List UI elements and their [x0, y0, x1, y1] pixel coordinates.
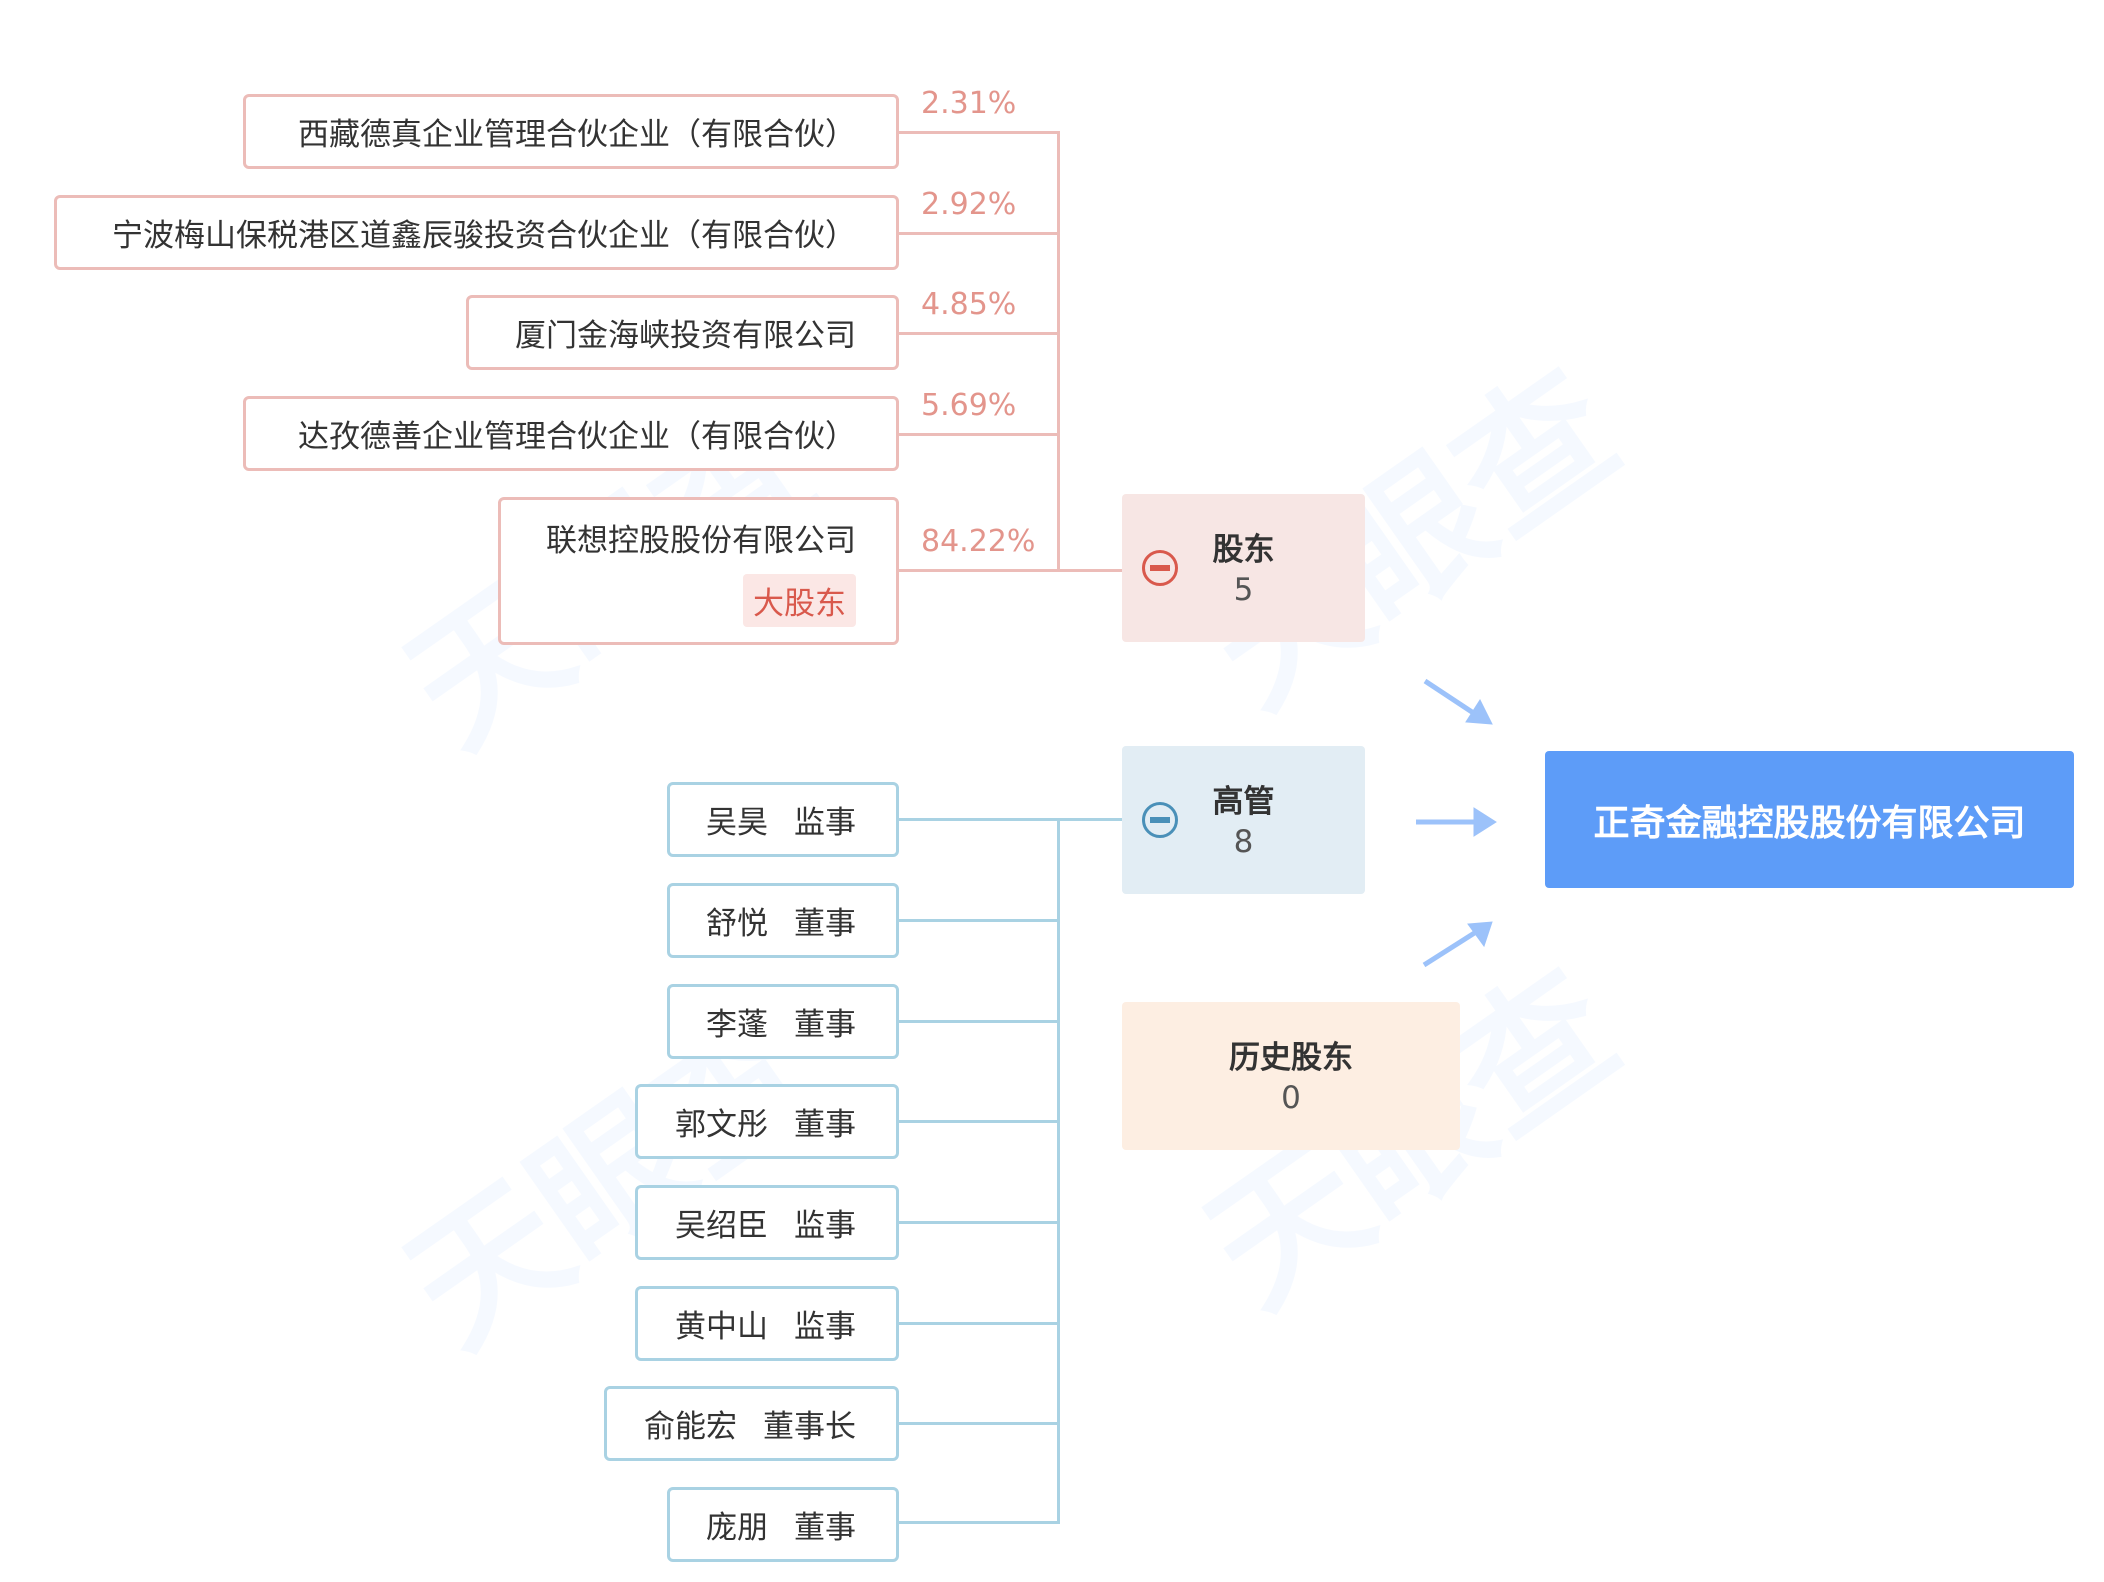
shareholder-name: 宁波梅山保税港区道鑫辰骏投资合伙企业（有限合伙）: [112, 218, 856, 254]
connector: [899, 1521, 1059, 1524]
shareholder-node-major[interactable]: 联想控股股份有限公司 大股东: [498, 497, 899, 645]
arrows: [1416, 678, 1497, 968]
executive-name: 吴昊: [706, 805, 768, 841]
connector-trunk: [1057, 818, 1060, 1524]
category-label: 历史股东: [1229, 1040, 1353, 1076]
connector: [899, 1120, 1059, 1123]
category-label: 股东: [1212, 532, 1275, 568]
connector: [899, 232, 1059, 235]
shareholder-name: 西藏德真企业管理合伙企业（有限合伙）: [298, 117, 856, 153]
executive-role: 董事: [794, 1107, 856, 1143]
connector: [899, 131, 1059, 134]
category-executives[interactable]: 高管 8: [1122, 746, 1365, 894]
shareholder-name: 联想控股股份有限公司: [546, 523, 856, 559]
executive-role: 董事长: [763, 1409, 856, 1445]
executive-role: 监事: [794, 805, 856, 841]
connector: [899, 1322, 1059, 1325]
connector: [899, 332, 1059, 335]
connector-trunk: [1057, 131, 1060, 572]
executive-node[interactable]: 俞能宏董事长: [604, 1386, 899, 1461]
executive-role: 董事: [794, 1510, 856, 1546]
executive-node[interactable]: 李蓬董事: [667, 984, 899, 1059]
executive-node[interactable]: 庞朋董事: [667, 1487, 899, 1562]
executive-node[interactable]: 郭文彤董事: [635, 1084, 899, 1159]
executive-node[interactable]: 舒悦董事: [667, 883, 899, 958]
share-percent: 2.92%: [921, 187, 1017, 222]
arrow-icon: [1423, 678, 1493, 725]
category-count: 5: [1233, 572, 1254, 608]
connector: [899, 433, 1059, 436]
connector: [899, 919, 1059, 922]
executive-name: 吴绍臣: [675, 1208, 768, 1244]
executive-node[interactable]: 吴绍臣监事: [635, 1185, 899, 1260]
executive-role: 董事: [794, 1007, 856, 1043]
shareholder-name: 厦门金海峡投资有限公司: [515, 318, 856, 354]
connector: [899, 1221, 1059, 1224]
executive-name: 庞朋: [706, 1510, 768, 1546]
executive-name: 舒悦: [706, 906, 768, 942]
collapse-icon[interactable]: [1142, 550, 1178, 586]
category-count: 0: [1281, 1080, 1301, 1116]
connector: [899, 1422, 1059, 1425]
executive-name: 黄中山: [675, 1309, 768, 1345]
shareholder-name: 达孜德善企业管理合伙企业（有限合伙）: [298, 419, 856, 455]
executive-node[interactable]: 吴昊监事: [667, 782, 899, 857]
executive-role: 董事: [794, 906, 856, 942]
major-shareholder-badge: 大股东: [743, 574, 856, 627]
executive-name: 俞能宏: [644, 1409, 737, 1445]
shareholder-node[interactable]: 厦门金海峡投资有限公司: [466, 295, 899, 370]
category-label: 高管: [1212, 784, 1275, 820]
executive-name: 李蓬: [706, 1007, 768, 1043]
shareholder-node[interactable]: 西藏德真企业管理合伙企业（有限合伙）: [243, 94, 899, 169]
executive-role: 监事: [794, 1309, 856, 1345]
collapse-icon[interactable]: [1142, 802, 1178, 838]
executive-name: 郭文彤: [675, 1107, 768, 1143]
arrow-icon: [1422, 921, 1493, 968]
share-percent: 2.31%: [921, 86, 1017, 121]
share-percent: 5.69%: [921, 388, 1017, 423]
share-percent: 4.85%: [921, 287, 1017, 322]
category-history[interactable]: 历史股东 0: [1122, 1002, 1460, 1150]
executive-node[interactable]: 黄中山监事: [635, 1286, 899, 1361]
shareholder-node[interactable]: 达孜德善企业管理合伙企业（有限合伙）: [243, 396, 899, 471]
arrow-icon: [1416, 807, 1497, 837]
category-count: 8: [1233, 824, 1254, 860]
company-node[interactable]: 正奇金融控股股份有限公司: [1545, 751, 2074, 888]
connector: [899, 569, 1122, 572]
category-shareholders[interactable]: 股东 5: [1122, 494, 1365, 642]
connector: [899, 818, 1122, 821]
shareholder-node[interactable]: 宁波梅山保税港区道鑫辰骏投资合伙企业（有限合伙）: [54, 195, 899, 270]
connector: [899, 1020, 1059, 1023]
share-percent: 84.22%: [921, 524, 1036, 559]
executive-role: 监事: [794, 1208, 856, 1244]
